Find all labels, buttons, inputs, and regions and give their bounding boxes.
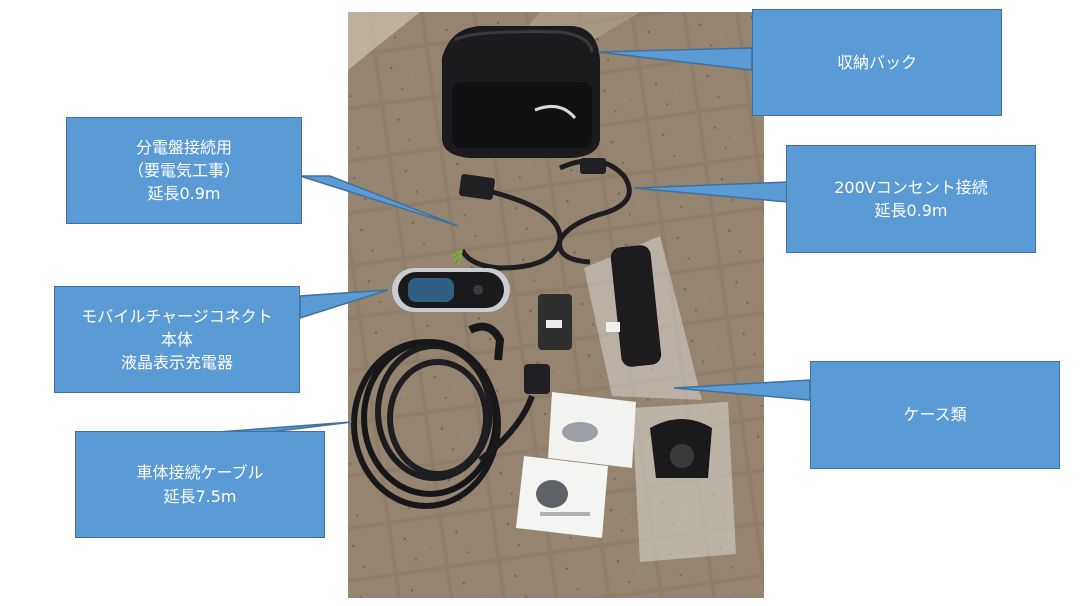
vehicle-cable [351, 322, 550, 509]
callout-storage-bag-line: 収納バック [836, 52, 917, 72]
storage-bag [442, 26, 600, 158]
callout-panel-cable-line-1: 分電盤接続用 [135, 137, 232, 157]
callout-panel-cable-line-2: （要電気工事） [127, 160, 240, 180]
panel-cable [451, 174, 563, 271]
callout-storage-bag: 収納バック [752, 9, 1002, 116]
callout-main-unit-line-1: モバイルチャージコネクト [81, 306, 273, 326]
mount-bracket [584, 236, 702, 400]
small-parts [538, 294, 572, 350]
callout-outlet-cable-line-2: 延長0.9m [874, 201, 948, 220]
main-unit [392, 268, 510, 312]
callout-vehicle-cable-line-1: 車体接続ケーブル [136, 463, 264, 483]
callout-outlet-cable: 200Vコンセント接続 延長0.9m [786, 145, 1036, 253]
callout-vehicle-cable: 車体接続ケーブル 延長7.5m [75, 431, 325, 538]
callout-panel-cable: 分電盤接続用 （要電気工事） 延長0.9m [66, 117, 302, 224]
callout-pointers [217, 47, 811, 433]
callout-main-unit-line-3: 液晶表示充電器 [120, 353, 233, 373]
callout-cases: ケース類 [810, 361, 1060, 469]
manuals [516, 392, 636, 538]
outlet-cable [557, 158, 632, 265]
callout-main-unit-line-2: 本体 [160, 329, 193, 349]
callout-outlet-cable-line-1: 200Vコンセント接続 [834, 177, 988, 197]
callout-main-unit: モバイルチャージコネクト 本体 液晶表示充電器 [54, 286, 300, 393]
callout-cases-line: ケース類 [903, 405, 967, 425]
callout-panel-cable-line-3: 延長0.9m [147, 184, 221, 204]
connector-case [632, 402, 736, 562]
callout-vehicle-cable-line-2: 延長7.5m [163, 486, 237, 506]
